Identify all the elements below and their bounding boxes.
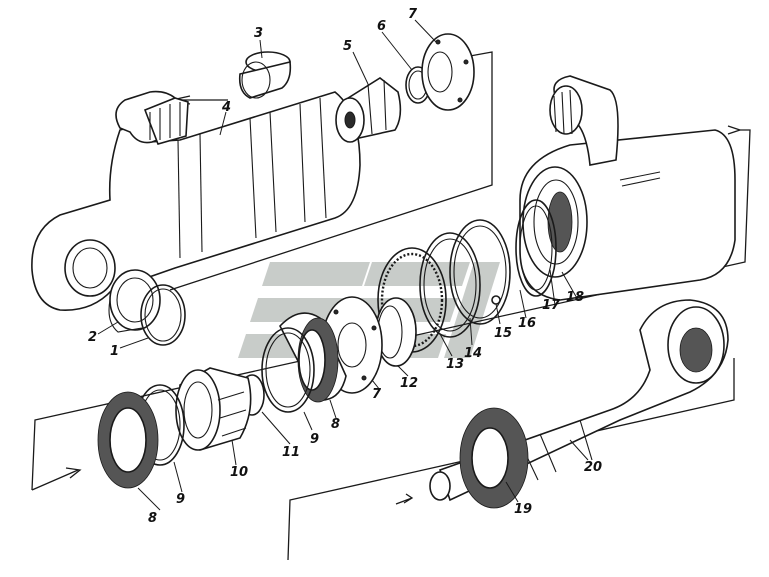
callout-7-lower: 7 bbox=[372, 387, 382, 402]
callout-9-lower: 9 bbox=[176, 492, 185, 507]
rod-seal-19 bbox=[459, 407, 529, 509]
flange-top bbox=[421, 33, 475, 111]
ring-set-16-18 bbox=[515, 199, 557, 297]
callout-20: 20 bbox=[584, 460, 602, 475]
callout-2: 2 bbox=[88, 330, 97, 345]
callout-17: 17 bbox=[542, 298, 561, 313]
callout-1: 1 bbox=[110, 344, 119, 359]
callout-3: 3 bbox=[254, 26, 263, 41]
callout-18: 18 bbox=[566, 290, 584, 305]
snap-ring-15 bbox=[491, 295, 501, 305]
callout-8-lower: 8 bbox=[148, 511, 157, 526]
callout-14: 14 bbox=[464, 346, 482, 361]
callout-10: 10 bbox=[230, 465, 248, 480]
callout-11: 11 bbox=[282, 445, 300, 460]
bushing bbox=[108, 269, 161, 333]
cylinder-barrel bbox=[31, 90, 361, 311]
callout-12: 12 bbox=[400, 376, 418, 391]
ring-9-center bbox=[261, 327, 315, 413]
callout-16: 16 bbox=[518, 316, 536, 331]
callout-19: 19 bbox=[514, 502, 532, 517]
callout-6: 6 bbox=[377, 19, 386, 34]
leader-lines bbox=[97, 19, 589, 511]
callout-4: 4 bbox=[221, 100, 231, 115]
gland-housing bbox=[519, 75, 736, 301]
callout-9-center: 9 bbox=[310, 432, 319, 447]
callout-labels: 3 5 6 7 4 2 1 18 17 16 15 14 13 12 7 8 9… bbox=[88, 7, 602, 526]
callout-13: 13 bbox=[446, 357, 464, 372]
retaining-ring bbox=[140, 284, 186, 346]
callout-5: 5 bbox=[343, 39, 352, 54]
piston-head bbox=[335, 77, 402, 143]
gland-nut bbox=[175, 367, 252, 451]
callout-8-center: 8 bbox=[331, 417, 340, 432]
callout-7-top: 7 bbox=[408, 7, 418, 22]
callout-15: 15 bbox=[494, 326, 512, 341]
fitting-nut bbox=[238, 51, 292, 99]
wiper-lower bbox=[97, 391, 159, 489]
